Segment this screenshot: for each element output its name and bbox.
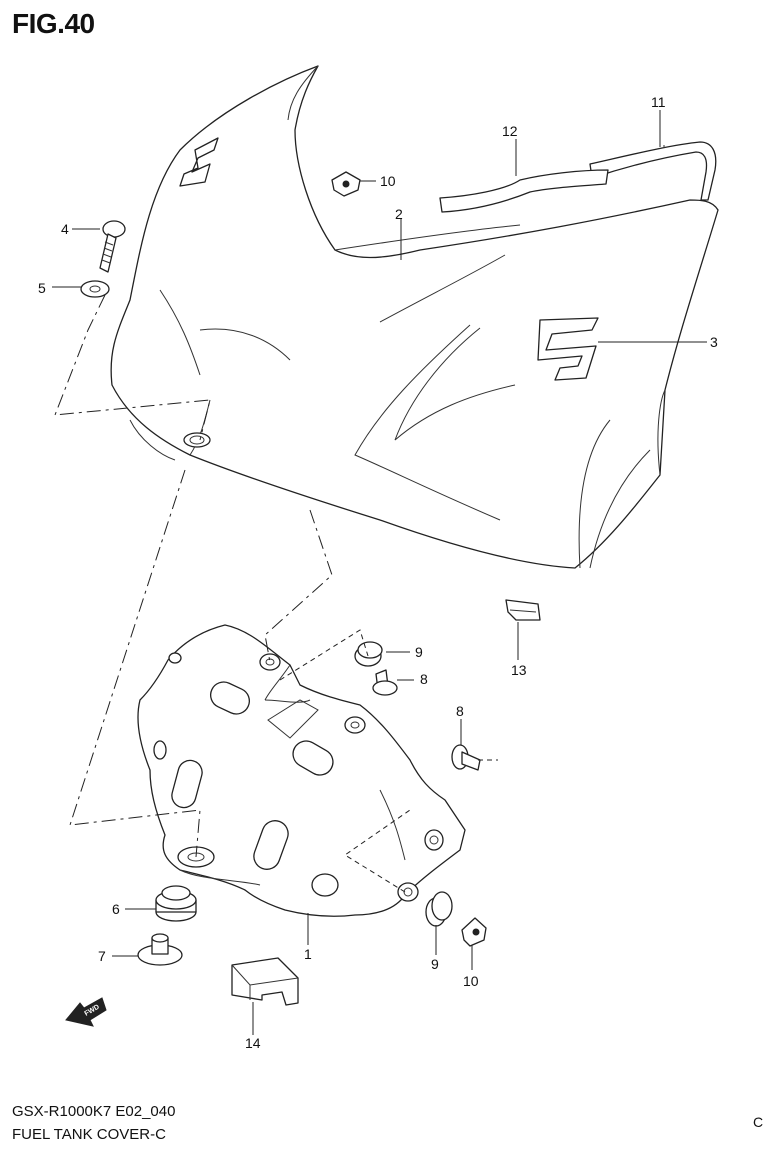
callout-10-bottom[interactable]: 10 — [463, 973, 479, 989]
callout-5[interactable]: 5 — [38, 280, 46, 296]
callout-7[interactable]: 7 — [98, 948, 106, 964]
callout-2[interactable]: 2 — [395, 206, 403, 222]
callouts: 4 5 2 3 12 11 10 9 8 8 13 1 6 7 9 10 14 — [38, 94, 718, 1051]
figure-title: FIG.40 — [12, 8, 95, 39]
part-3-emblem[interactable] — [537, 317, 599, 381]
callout-12[interactable]: 12 — [502, 123, 518, 139]
assembly-lines — [54, 294, 498, 893]
part-11-strip[interactable] — [589, 141, 717, 201]
callout-8-right[interactable]: 8 — [456, 703, 464, 719]
callout-9-top[interactable]: 9 — [415, 644, 423, 660]
leader-lines — [52, 110, 707, 1035]
part-8-collar-top[interactable] — [372, 669, 398, 696]
part-2-tank-cover[interactable] — [110, 65, 719, 569]
callout-11[interactable]: 11 — [651, 94, 666, 110]
part-10-clip-nut-top[interactable] — [331, 171, 361, 197]
callout-13[interactable]: 13 — [511, 662, 527, 678]
part-9-grommet-bottom[interactable] — [425, 891, 453, 927]
footer-part-group: FUEL TANK COVER-C — [12, 1126, 166, 1143]
callout-1[interactable]: 1 — [304, 946, 312, 962]
page-mark: C — [753, 1114, 764, 1130]
part-4-bolt[interactable] — [99, 220, 126, 273]
callout-3[interactable]: 3 — [710, 334, 718, 350]
part-12-strip[interactable] — [439, 169, 609, 213]
suzuki-s-logo-icon — [179, 137, 219, 187]
fwd-arrow-icon: FWD — [65, 997, 107, 1027]
callout-14[interactable]: 14 — [245, 1035, 261, 1051]
callout-10-top[interactable]: 10 — [380, 173, 396, 189]
part-10-clip-nut-bottom[interactable] — [461, 917, 487, 947]
callout-9-bottom[interactable]: 9 — [431, 956, 439, 972]
part-1-bracket[interactable] — [137, 624, 466, 917]
part-13-clip[interactable] — [505, 599, 541, 621]
part-14-cushion[interactable] — [231, 957, 299, 1006]
part-9-grommet-top[interactable] — [354, 641, 383, 667]
callout-4[interactable]: 4 — [61, 221, 69, 237]
part-5-washer[interactable] — [80, 280, 110, 298]
callout-8-top[interactable]: 8 — [420, 671, 428, 687]
footer-model-code: GSX-R1000K7 E02_040 — [12, 1103, 176, 1120]
callout-6[interactable]: 6 — [112, 901, 120, 917]
part-8-collar-right[interactable] — [451, 744, 481, 771]
part-7-collar[interactable] — [137, 933, 183, 966]
part-6-grommet[interactable] — [155, 885, 197, 922]
